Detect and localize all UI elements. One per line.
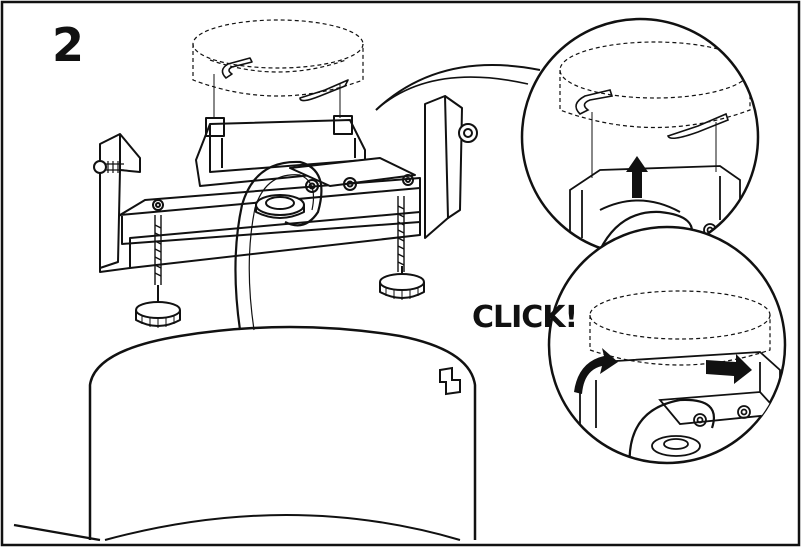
rotate-arrow-right-icon bbox=[706, 354, 752, 384]
threaded-rod-left bbox=[154, 215, 162, 285]
knurled-knob-right bbox=[379, 266, 425, 300]
click-sound-label: CLICK! bbox=[472, 300, 578, 335]
mounting-bracket bbox=[93, 19, 478, 331]
step-number: 2 bbox=[52, 18, 85, 72]
arrow-up-icon bbox=[626, 156, 648, 198]
knurled-knob-left bbox=[135, 285, 181, 328]
rotate-arrow-left-icon bbox=[574, 348, 618, 394]
ceiling-canopy-dashed bbox=[192, 19, 364, 97]
threaded-rod-right bbox=[397, 196, 405, 272]
detail-circle-lift bbox=[520, 17, 760, 257]
callout-leader bbox=[375, 64, 541, 111]
lamp-shade bbox=[13, 325, 477, 542]
detail-circle-rotate bbox=[547, 225, 787, 465]
